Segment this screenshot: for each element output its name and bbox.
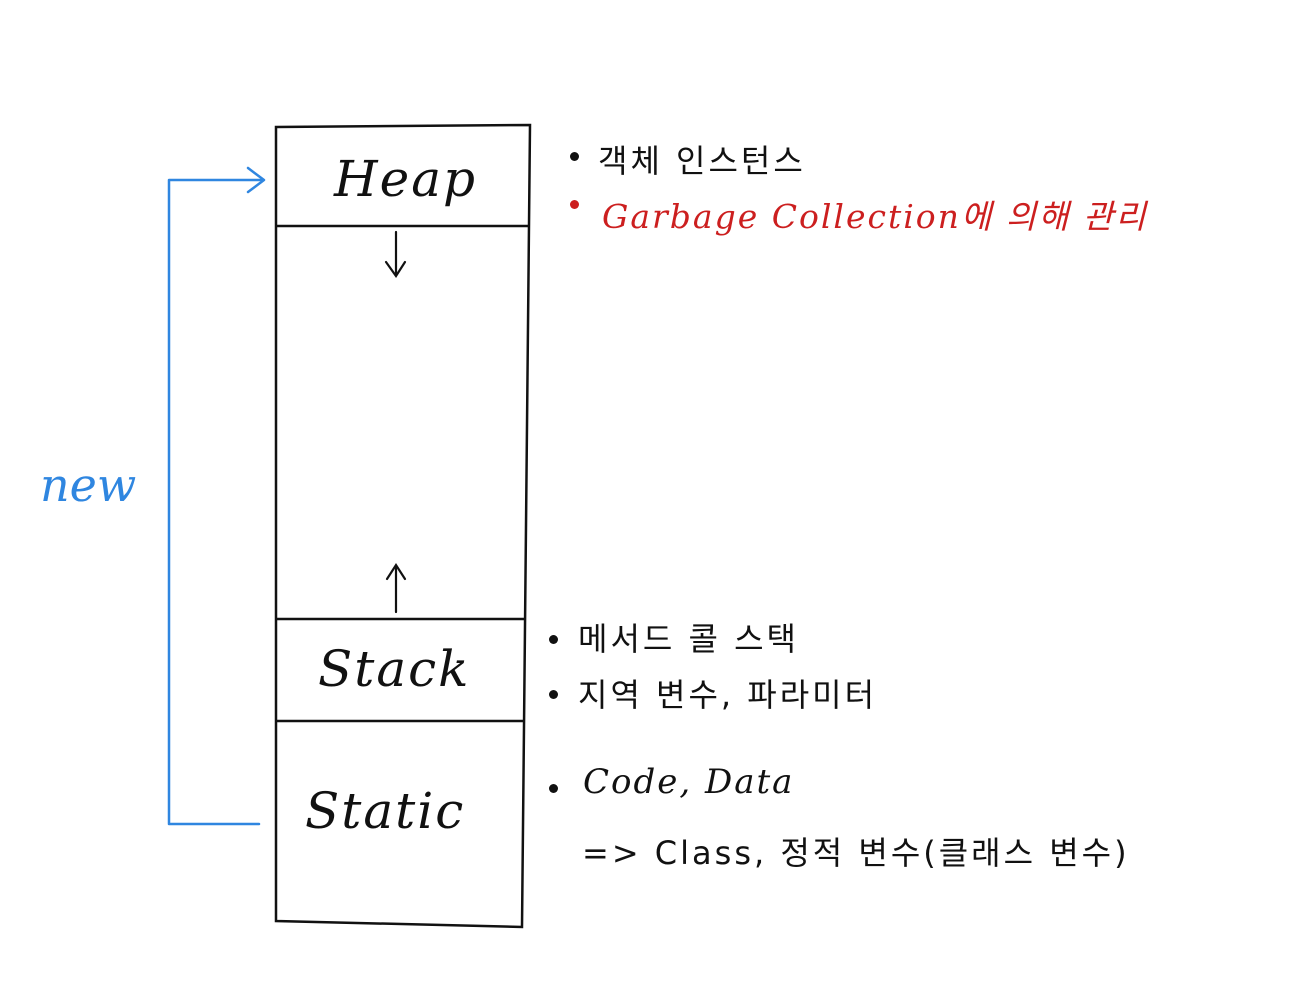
- heap-note-bullet: [570, 200, 579, 209]
- heap-growth-arrow: [384, 230, 407, 278]
- new-label: new: [40, 458, 137, 512]
- stack-note-bullet: [549, 635, 558, 644]
- heap-label: Heap: [334, 150, 478, 208]
- memory-column-outline: [274, 123, 532, 929]
- heap-note-bullet: [570, 152, 579, 161]
- stack-note-call-stack: 메서드 콜 스택: [578, 620, 799, 658]
- static-note-class: => Class, 정적 변수(클래스 변수): [582, 834, 1130, 872]
- static-note-bullet: [549, 784, 558, 793]
- stack-note-bullet: [549, 690, 558, 699]
- static-label: Static: [305, 782, 466, 840]
- stack-growth-arrow: [385, 562, 407, 614]
- heap-note-instances: 객체 인스턴스: [598, 142, 806, 180]
- stack-label: Stack: [318, 640, 471, 698]
- new-arrow: [167, 166, 266, 826]
- heap-note-gc: Garbage Collection에 의해 관리: [602, 197, 1148, 236]
- stack-note-locals: 지역 변수, 파라미터: [578, 676, 878, 714]
- static-note-code-data: Code, Data: [583, 762, 795, 802]
